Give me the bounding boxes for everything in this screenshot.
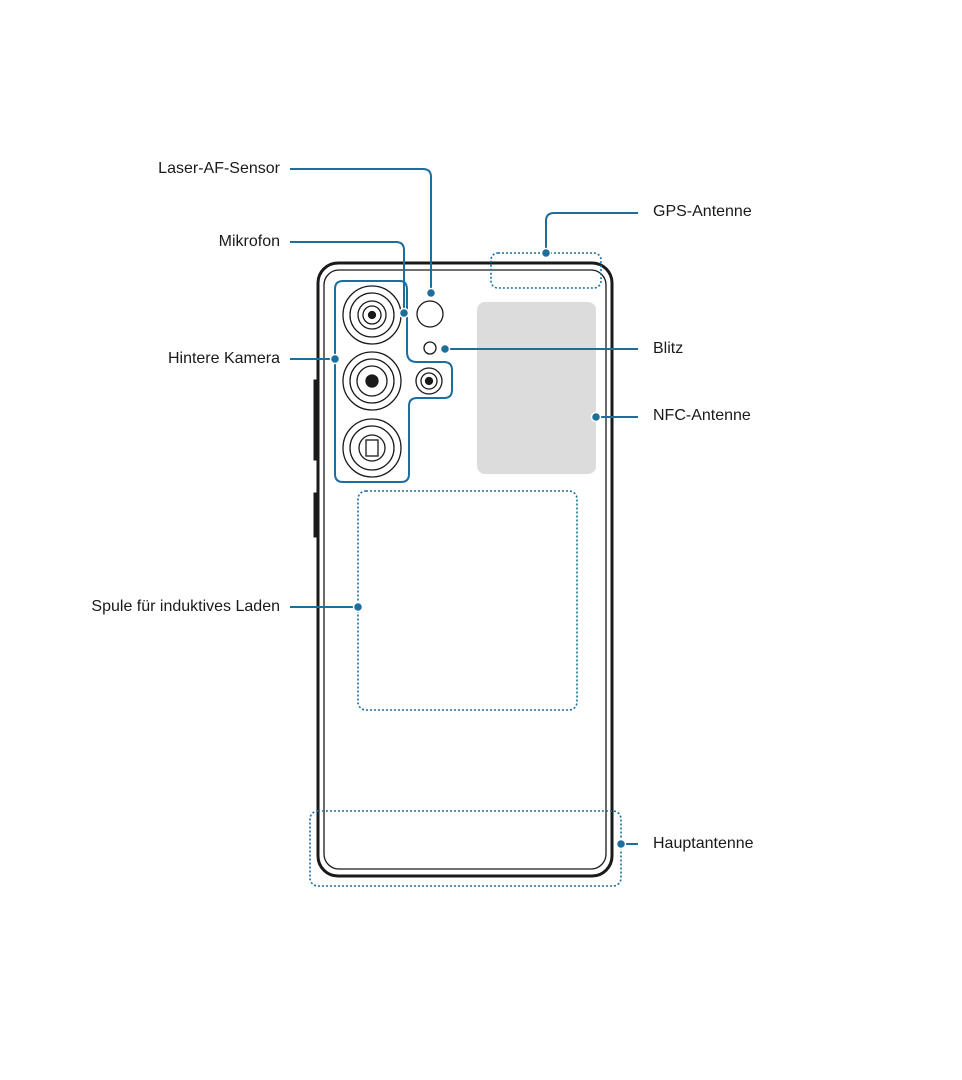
leader-lines	[290, 168, 638, 845]
label-nfc-antenna: NFC-Antenne	[653, 407, 751, 424]
side-button	[313, 492, 319, 538]
label-wireless-coil: Spule für induktives Laden	[91, 598, 280, 615]
flash	[423, 341, 437, 355]
label-microphone: Mikrofon	[218, 233, 280, 250]
phone-body-outline	[316, 261, 614, 878]
camera-island-outline	[334, 280, 453, 483]
label-rear-camera: Hintere Kamera	[167, 350, 280, 367]
nfc-area	[477, 302, 596, 474]
leader-dots	[329, 247, 627, 850]
label-flash: Blitz	[653, 340, 684, 357]
label-main-antenna: Hauptantenne	[653, 835, 754, 852]
volume-button	[313, 379, 319, 461]
label-gps-antenna: GPS-Antenne	[653, 203, 752, 220]
wireless-coil-area	[357, 490, 578, 711]
label-laser-af-sensor: Laser-AF-Sensor	[158, 160, 280, 177]
laser-af-sensor	[416, 300, 444, 328]
camera-lenses	[342, 285, 444, 478]
phone-body-inner-outline	[323, 269, 607, 870]
